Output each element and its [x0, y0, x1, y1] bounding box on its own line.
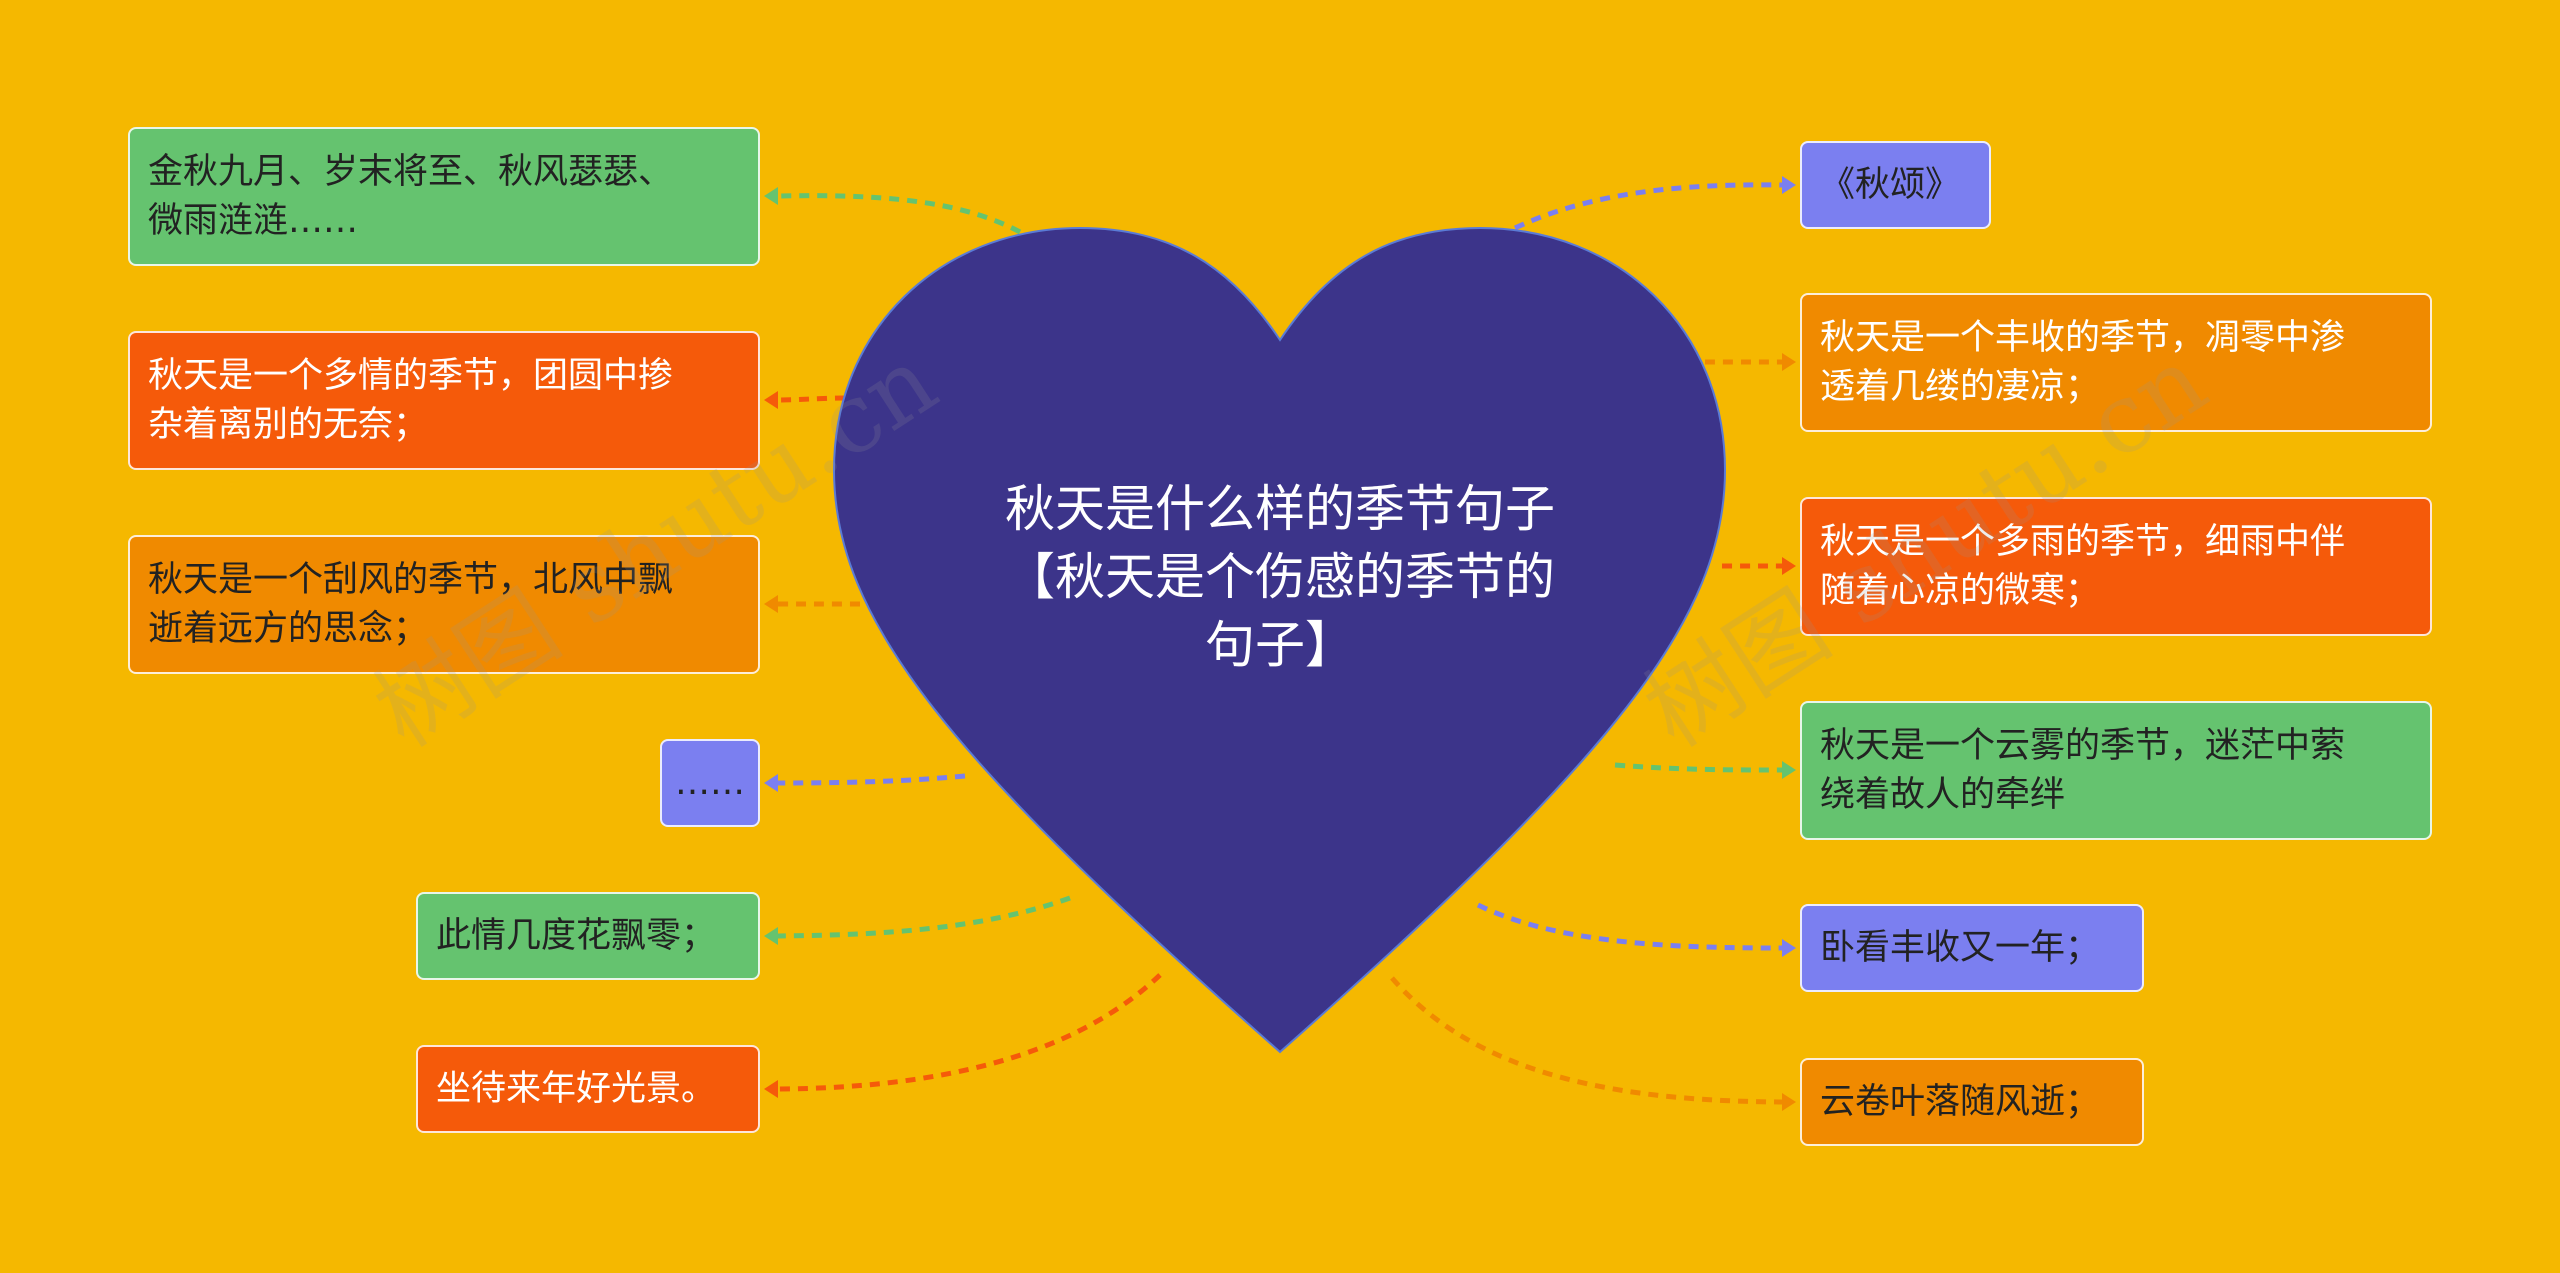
- connector-arrowhead: [1782, 557, 1796, 575]
- node-text-line: 杂着离别的无奈；: [148, 404, 429, 445]
- right-node-2[interactable]: 秋天是一个丰收的季节，凋零中渗 透着几缕的凄凉；: [1800, 293, 2432, 432]
- connector-arrowhead: [764, 391, 778, 409]
- connector-line: [777, 193, 1022, 235]
- center-title-line-3: 句子】: [1205, 616, 1355, 674]
- right-node-3[interactable]: 秋天是一个多雨的季节，细雨中伴 随着心凉的微寒；: [1800, 497, 2432, 636]
- left-node-3[interactable]: 秋天是一个刮风的季节，北风中飘 逝着远方的思念；: [128, 535, 760, 674]
- node-text-line: 逝着远方的思念；: [148, 608, 429, 649]
- node-text-line: 坐待来年好光景。: [436, 1068, 717, 1109]
- node-text-line: 绕着故人的牵绊: [1820, 774, 2066, 815]
- node-text-line: 此情几度花飘零；: [436, 915, 717, 956]
- connector-line: [777, 773, 966, 786]
- connector-arrowhead: [1782, 1093, 1796, 1111]
- left-node-2[interactable]: 秋天是一个多情的季节，团圆中掺 杂着离别的无奈；: [128, 331, 760, 470]
- connector-line: [777, 973, 1162, 1092]
- left-node-5[interactable]: 此情几度花飘零；: [416, 892, 760, 980]
- node-text-line: 秋天是一个多雨的季节，细雨中伴: [1820, 521, 2346, 562]
- node-text-line: 微雨涟涟……: [148, 200, 359, 241]
- right-node-4[interactable]: 秋天是一个云雾的季节，迷茫中萦 绕着故人的牵绊: [1800, 701, 2432, 840]
- right-node-1[interactable]: 《秋颂》: [1800, 141, 1991, 229]
- connector-arrowhead: [764, 927, 778, 945]
- node-text-line: 金秋九月、岁末将至、秋风瑟瑟、: [148, 151, 674, 192]
- connector-arrowhead: [764, 1080, 778, 1098]
- center-title-line-1: 秋天是什么样的季节句子: [1005, 480, 1555, 538]
- right-node-5[interactable]: 卧看丰收又一年；: [1800, 904, 2144, 992]
- connector-line: [1390, 976, 1783, 1105]
- connector-line: [1476, 902, 1783, 951]
- node-text-line: 秋天是一个刮风的季节，北风中飘: [148, 559, 674, 600]
- node-text-line: 秋天是一个云雾的季节，迷茫中萦: [1820, 725, 2346, 766]
- connector-arrowhead: [1782, 176, 1796, 194]
- node-text-line: 随着心凉的微寒；: [1820, 570, 2101, 611]
- node-text-line: 秋天是一个丰收的季节，凋零中渗: [1820, 317, 2346, 358]
- connector-line: [777, 395, 846, 403]
- left-node-4[interactable]: ……: [660, 739, 760, 827]
- left-node-6[interactable]: 坐待来年好光景。: [416, 1045, 760, 1133]
- connector-arrowhead: [764, 595, 778, 613]
- node-text-line: ……: [675, 762, 745, 803]
- connector-arrowhead: [1782, 939, 1796, 957]
- node-text-line: 云卷叶落随风逝；: [1820, 1081, 2101, 1122]
- left-node-1[interactable]: 金秋九月、岁末将至、秋风瑟瑟、 微雨涟涟……: [128, 127, 760, 266]
- node-text-line: 卧看丰收又一年；: [1820, 927, 2101, 968]
- right-node-6[interactable]: 云卷叶落随风逝；: [1800, 1058, 2144, 1146]
- node-text-line: 《秋颂》: [1820, 164, 1961, 205]
- center-title-line-2: 【秋天是个伤感的季节的: [1005, 548, 1555, 606]
- connector-line: [777, 895, 1071, 939]
- node-text-line: 透着几缕的凄凉；: [1820, 366, 2101, 407]
- connector-line: [1614, 762, 1783, 773]
- node-text-line: 秋天是一个多情的季节，团圆中掺: [148, 355, 674, 396]
- connector-lines: [764, 176, 1796, 1111]
- connector-line: [1513, 182, 1783, 231]
- center-topic[interactable]: 秋天是什么样的季节句子 【秋天是个伤感的季节的 句子】: [960, 475, 1600, 679]
- connector-arrowhead: [764, 774, 778, 792]
- connector-arrowhead: [764, 187, 778, 205]
- heart-shape: [832, 226, 1727, 1054]
- connector-arrowhead: [1782, 761, 1796, 779]
- connector-arrowhead: [1782, 353, 1796, 371]
